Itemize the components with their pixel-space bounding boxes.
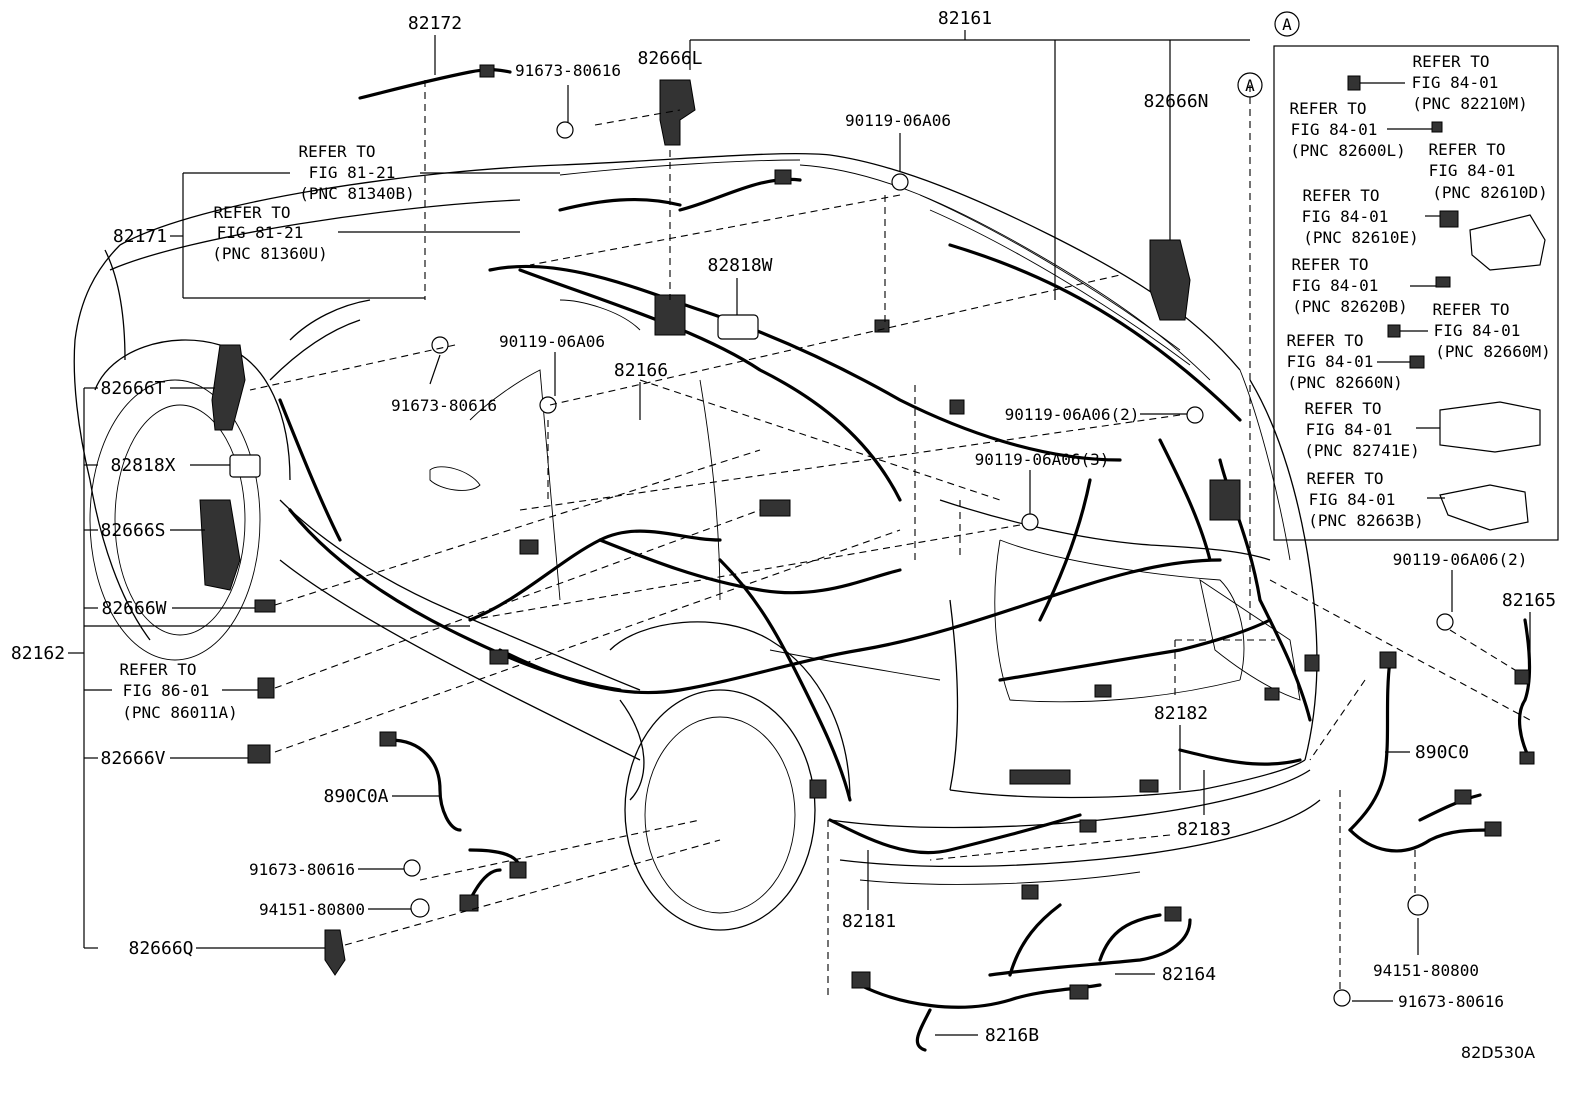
label-82666S: 82666S (100, 520, 165, 541)
inset-7-line3: (PNC 82660N) (1287, 373, 1403, 392)
refer-81360u-line1: REFER TO (213, 203, 290, 222)
label-82666V: 82666V (100, 748, 165, 769)
inset-8-line2: FIG 84-01 (1306, 420, 1393, 439)
label-91673-top: 91673-80616 (515, 61, 621, 80)
label-82666W: 82666W (101, 598, 166, 619)
inset-6-line2: FIG 84-01 (1434, 321, 1521, 340)
inset-8-line1: REFER TO (1304, 399, 1381, 418)
diagram-code: 82D530A (1461, 1043, 1535, 1062)
inset-6-line3: (PNC 82660M) (1435, 342, 1551, 361)
label-82818X: 82818X (110, 455, 175, 476)
label-82666Q: 82666Q (128, 938, 193, 959)
inset-1-line2: FIG 84-01 (1412, 73, 1499, 92)
inset-1-line3: (PNC 82210M) (1412, 94, 1528, 113)
label-94151-left: 94151-80800 (259, 900, 365, 919)
inset-9-line3: (PNC 82663B) (1308, 511, 1424, 530)
label-82166: 82166 (614, 360, 668, 381)
label-91673-right: 91673-80616 (1398, 992, 1504, 1011)
inset-5-line3: (PNC 82620B) (1292, 297, 1408, 316)
label-90119-mid: 90119-06A06 (499, 332, 605, 351)
label-82666L: 82666L (637, 48, 702, 69)
label-90119-2-right: 90119-06A06(2) (1393, 550, 1528, 569)
refer-81340b-line3: (PNC 81340B) (299, 184, 415, 203)
label-82164: 82164 (1162, 964, 1216, 985)
label-890C0: 890C0 (1415, 742, 1469, 763)
label-91673-low: 91673-80616 (249, 860, 355, 879)
inset-2-line3: (PNC 82600L) (1290, 141, 1406, 160)
vehicle-body-outline (73, 152, 1321, 931)
refer-81340b-line1: REFER TO (298, 142, 375, 161)
inset-7-line2: FIG 84-01 (1287, 352, 1374, 371)
refer-86011a-line1: REFER TO (119, 660, 196, 679)
inset-refer-labels: REFER TO FIG 84-01 (PNC 82210M) REFER TO… (1286, 52, 1550, 530)
label-82161: 82161 (938, 8, 992, 29)
label-82183: 82183 (1177, 819, 1231, 840)
part-number-labels: 82172 82161 91673-80616 82666L REFER TO … (11, 8, 1556, 1062)
refer-86011a-line2: FIG 86-01 (123, 681, 210, 700)
inset-9-line2: FIG 84-01 (1309, 490, 1396, 509)
inset-5-line1: REFER TO (1291, 255, 1368, 274)
inset-1-line1: REFER TO (1412, 52, 1489, 71)
refer-81360u-line3: (PNC 81360U) (212, 244, 328, 263)
inset-2-line2: FIG 84-01 (1291, 120, 1378, 139)
inset-2-line1: REFER TO (1289, 99, 1366, 118)
inset-detail-panel (1273, 45, 1559, 541)
inset-4-line2: FIG 84-01 (1302, 207, 1389, 226)
label-82165: 82165 (1502, 590, 1556, 611)
label-82666T: 82666T (100, 378, 165, 399)
label-82666N: 82666N (1143, 91, 1208, 112)
callout-a-label-roof: A (1245, 76, 1255, 95)
inset-3-line3: (PNC 82610D) (1432, 183, 1548, 202)
inset-4-line1: REFER TO (1302, 186, 1379, 205)
inset-8-line3: (PNC 82741E) (1304, 441, 1420, 460)
refer-86011a-line3: (PNC 86011A) (122, 703, 238, 722)
callout-a: A A (1237, 11, 1300, 98)
label-82818W: 82818W (707, 255, 772, 276)
label-82172: 82172 (408, 13, 462, 34)
label-82171: 82171 (113, 226, 167, 247)
label-leader-lines (68, 30, 1531, 1036)
label-82182: 82182 (1154, 703, 1208, 724)
inset-4-line3: (PNC 82610E) (1303, 228, 1419, 247)
label-8216B: 8216B (985, 1025, 1039, 1046)
label-82181: 82181 (842, 911, 896, 932)
callout-a-label-top: A (1282, 15, 1292, 34)
label-890C0A: 890C0A (323, 786, 388, 807)
inset-6-line1: REFER TO (1432, 300, 1509, 319)
label-82162: 82162 (11, 643, 65, 664)
inset-3-line2: FIG 84-01 (1429, 161, 1516, 180)
connectors-and-parts (199, 64, 1535, 1007)
wire-harnesses (278, 68, 1532, 1052)
label-90119-top: 90119-06A06 (845, 111, 951, 130)
label-90119-3: 90119-06A06(3) (975, 450, 1110, 469)
label-94151-right: 94151-80800 (1373, 961, 1479, 980)
refer-81340b-line2: FIG 81-21 (309, 163, 396, 182)
inset-9-line1: REFER TO (1306, 469, 1383, 488)
label-91673-mid: 91673-80616 (391, 396, 497, 415)
label-90119-2-mid: 90119-06A06(2) (1005, 405, 1140, 424)
inset-7-line1: REFER TO (1286, 331, 1363, 350)
inset-3-line1: REFER TO (1428, 140, 1505, 159)
refer-81360u-line2: FIG 81-21 (217, 223, 304, 242)
inset-5-line2: FIG 84-01 (1292, 276, 1379, 295)
